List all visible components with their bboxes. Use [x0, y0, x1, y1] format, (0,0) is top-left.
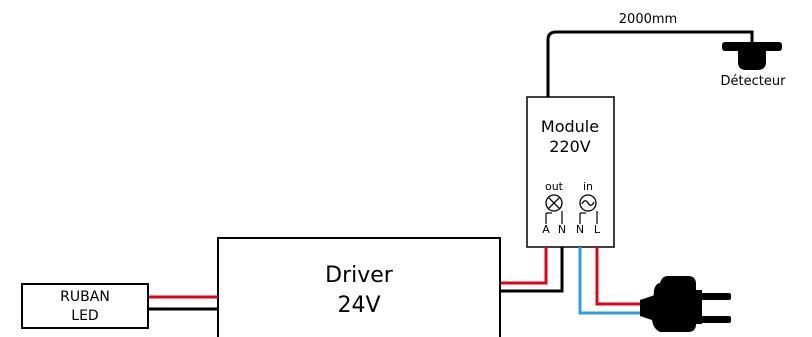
- module-voltage: 220V: [549, 137, 591, 156]
- module-title: Module: [541, 117, 599, 136]
- detector-label: Détecteur: [721, 74, 787, 89]
- lamp-icon: [545, 194, 563, 212]
- terminal-label-a: A: [542, 223, 550, 236]
- module-out-label: out: [545, 180, 564, 193]
- wire-n-blue: [578, 247, 642, 315]
- driver-title: Driver: [325, 263, 394, 288]
- module-in-label: in: [583, 180, 593, 193]
- detector-cable: [546, 30, 754, 97]
- driver-box: [217, 237, 501, 337]
- wire-a-red: [500, 247, 548, 285]
- power-plug-icon: [640, 276, 731, 332]
- ac-source-icon: [579, 194, 597, 212]
- cable-length-label: 2000mm: [619, 12, 677, 27]
- module-box: [526, 96, 615, 248]
- led-strip-label-line2: LED: [71, 308, 98, 324]
- led-strip-label-line1: RUBAN: [60, 289, 110, 305]
- terminal-label-n-out: N: [558, 223, 566, 236]
- detector-icon: [722, 42, 782, 70]
- led-strip-box: [21, 283, 149, 329]
- wire-n-black: [500, 247, 564, 293]
- wire-l-red: [595, 247, 642, 306]
- terminal-label-n-in: N: [576, 223, 584, 236]
- module-terminal-bracket: [545, 211, 598, 224]
- terminal-label-l: L: [594, 223, 601, 236]
- driver-voltage: 24V: [337, 293, 380, 318]
